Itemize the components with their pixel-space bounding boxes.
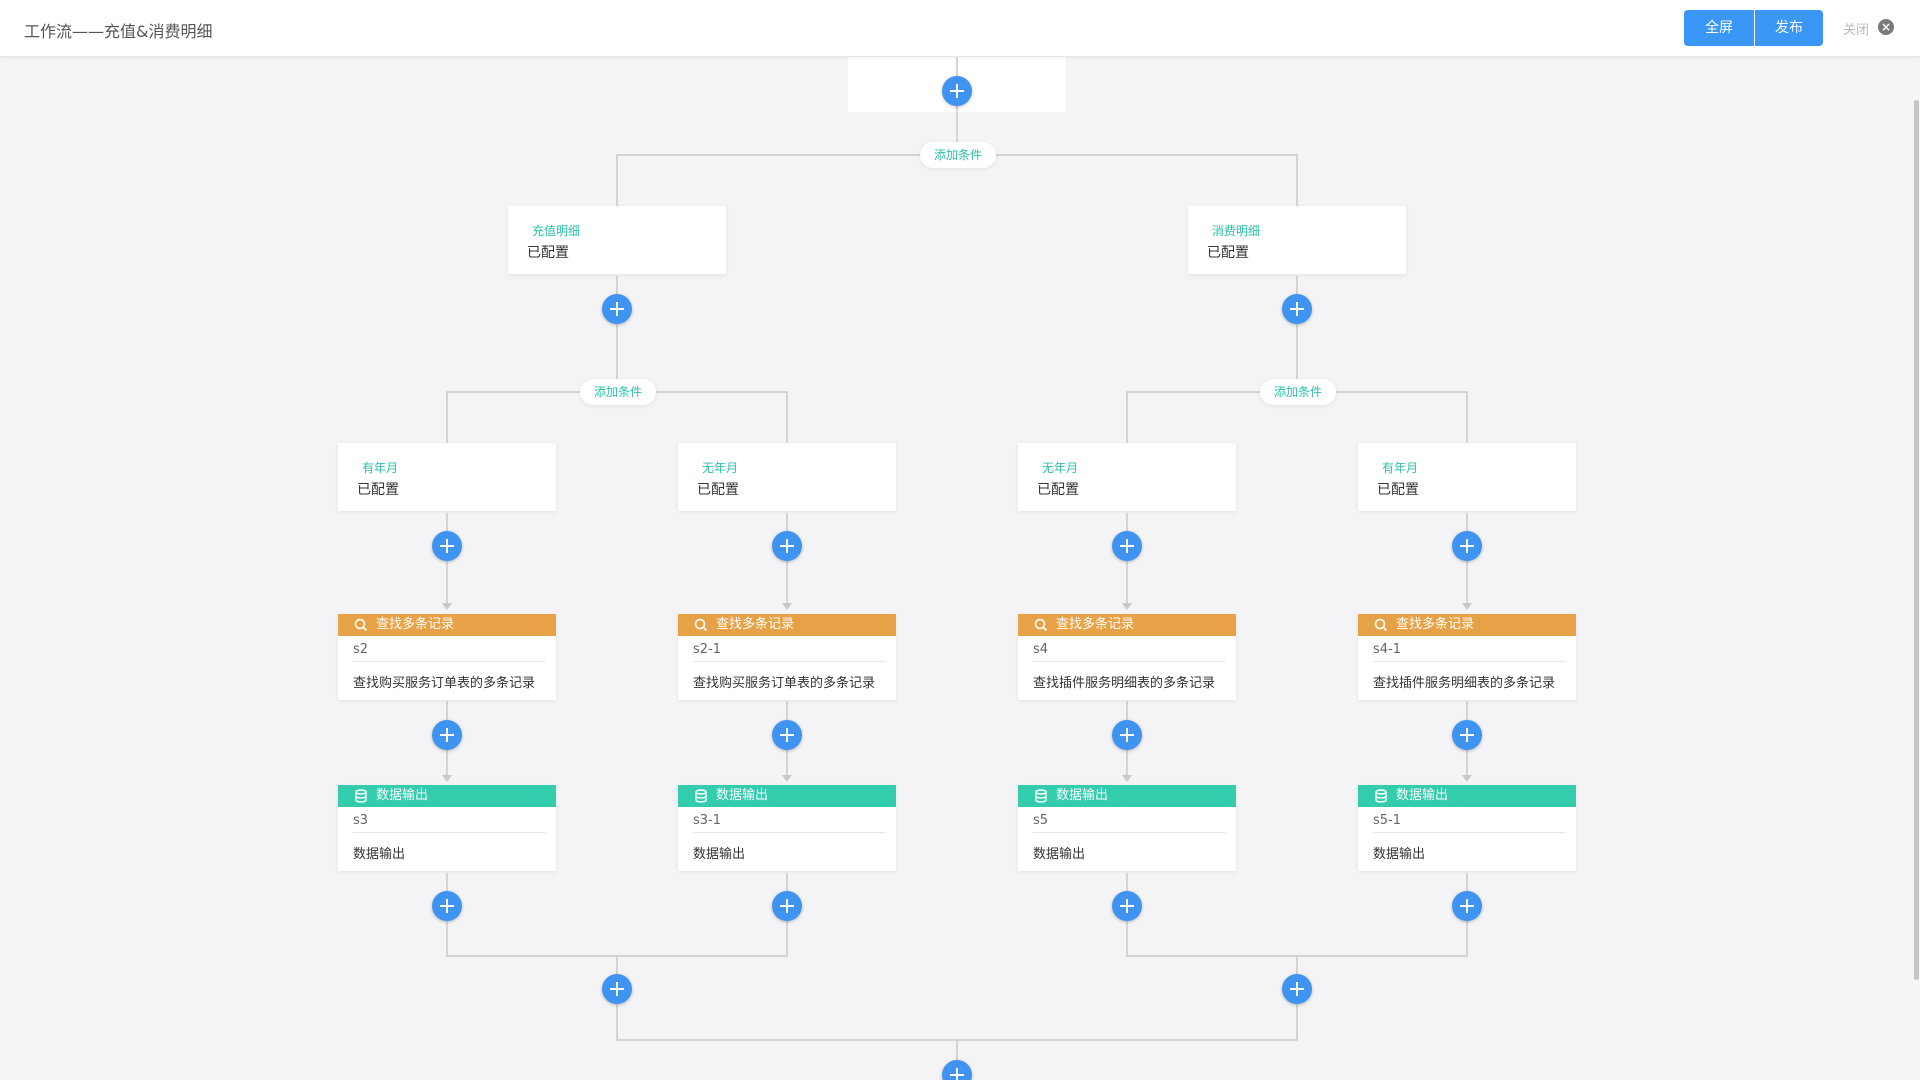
condition-node[interactable]: 有年月 已配置	[1358, 443, 1576, 511]
add-node-button[interactable]	[602, 294, 632, 324]
condition-status: 已配置	[1377, 482, 1419, 498]
add-node-button[interactable]	[942, 76, 972, 106]
database-icon	[355, 789, 367, 803]
node-description: 数据输出	[1033, 847, 1086, 862]
condition-label: 有年月	[1382, 461, 1419, 475]
add-node-button[interactable]	[1452, 720, 1482, 750]
database-icon	[1035, 789, 1047, 803]
condition-label: 无年月	[1042, 461, 1079, 475]
add-node-button[interactable]	[432, 720, 462, 750]
node-description: 数据输出	[353, 847, 406, 862]
condition-status: 已配置	[1207, 245, 1249, 261]
add-node-button[interactable]	[1112, 720, 1142, 750]
fullscreen-button[interactable]: 全屏	[1684, 10, 1754, 46]
node-title: 数据输出	[716, 788, 769, 803]
search-records-icon	[1034, 618, 1048, 632]
database-icon	[695, 789, 707, 803]
condition-node[interactable]: 充值明细 已配置	[508, 206, 726, 274]
find-records-node[interactable]: 查找多条记录 s2 查找购买服务订单表的多条记录	[338, 614, 556, 700]
add-node-button[interactable]	[772, 891, 802, 921]
node-description: 数据输出	[693, 847, 746, 862]
data-output-node[interactable]: 数据输出 s3-1 数据输出	[678, 785, 896, 871]
vertical-scrollbar[interactable]	[1914, 100, 1919, 980]
condition-node[interactable]: 有年月 已配置	[338, 443, 556, 511]
node-id: s3-1	[693, 813, 722, 828]
node-description: 数据输出	[1373, 847, 1426, 862]
divider	[353, 661, 546, 662]
node-description: 查找购买服务订单表的多条记录	[353, 676, 536, 691]
node-title: 数据输出	[1396, 788, 1449, 803]
close-button[interactable]: 关闭	[1843, 23, 1870, 38]
search-records-icon	[694, 618, 708, 632]
condition-status: 已配置	[357, 482, 399, 498]
condition-label: 有年月	[362, 461, 399, 475]
search-records-icon	[1374, 618, 1388, 632]
add-node-button[interactable]	[942, 1060, 972, 1080]
node-description: 查找插件服务明细表的多条记录	[1033, 676, 1216, 691]
add-node-button[interactable]	[432, 891, 462, 921]
condition-node[interactable]: 无年月 已配置	[1018, 443, 1236, 511]
add-node-button[interactable]	[1452, 891, 1482, 921]
page-title: 工作流——充值&消费明细	[24, 22, 213, 41]
add-node-button[interactable]	[432, 531, 462, 561]
database-icon	[1375, 789, 1387, 803]
search-records-icon	[354, 618, 368, 632]
add-condition-button[interactable]: 添加条件	[1260, 379, 1337, 405]
workflow-canvas: 添加条件 添加条件 添加条件 充值明细 已配置 消费明细 已配置 有年月 已配置…	[0, 57, 1920, 1080]
divider	[1373, 661, 1566, 662]
condition-label: 消费明细	[1212, 224, 1261, 238]
node-id: s4	[1033, 642, 1049, 657]
divider	[1033, 661, 1226, 662]
node-title: 查找多条记录	[1396, 617, 1475, 632]
add-node-button[interactable]	[1282, 974, 1312, 1004]
connector-lines	[442, 57, 1472, 1080]
add-node-button[interactable]	[1112, 891, 1142, 921]
data-output-node[interactable]: 数据输出 s5 数据输出	[1018, 785, 1236, 871]
node-description: 查找购买服务订单表的多条记录	[693, 676, 876, 691]
divider	[693, 832, 886, 833]
node-id: s2	[353, 642, 369, 657]
add-node-button[interactable]	[602, 974, 632, 1004]
find-records-node[interactable]: 查找多条记录 s2-1 查找购买服务订单表的多条记录	[678, 614, 896, 700]
divider	[1033, 832, 1226, 833]
node-title: 查找多条记录	[1056, 617, 1135, 632]
node-id: s5	[1033, 813, 1049, 828]
add-condition-button[interactable]: 添加条件	[920, 142, 997, 168]
add-condition-button[interactable]: 添加条件	[580, 379, 657, 405]
divider	[353, 832, 546, 833]
add-node-button[interactable]	[1452, 531, 1482, 561]
condition-label: 充值明细	[532, 224, 581, 238]
publish-button[interactable]: 发布	[1755, 10, 1823, 46]
node-title: 数据输出	[1056, 788, 1109, 803]
node-id: s3	[353, 813, 369, 828]
divider	[1373, 832, 1566, 833]
find-records-node[interactable]: 查找多条记录 s4 查找插件服务明细表的多条记录	[1018, 614, 1236, 700]
condition-node[interactable]: 无年月 已配置	[678, 443, 896, 511]
close-icon[interactable]: ×	[1878, 19, 1894, 35]
condition-status: 已配置	[697, 482, 739, 498]
data-output-node[interactable]: 数据输出 s5-1 数据输出	[1358, 785, 1576, 871]
node-id: s4-1	[1373, 642, 1402, 657]
condition-label: 无年月	[702, 461, 739, 475]
node-title: 查找多条记录	[376, 617, 455, 632]
node-id: s5-1	[1373, 813, 1402, 828]
condition-node[interactable]: 消费明细 已配置	[1188, 206, 1406, 274]
condition-status: 已配置	[1037, 482, 1079, 498]
add-node-button[interactable]	[1282, 294, 1312, 324]
node-description: 查找插件服务明细表的多条记录	[1373, 676, 1556, 691]
data-output-node[interactable]: 数据输出 s3 数据输出	[338, 785, 556, 871]
divider	[693, 661, 886, 662]
condition-status: 已配置	[527, 245, 569, 261]
find-records-node[interactable]: 查找多条记录 s4-1 查找插件服务明细表的多条记录	[1358, 614, 1576, 700]
node-title: 数据输出	[376, 788, 429, 803]
add-node-button[interactable]	[1112, 531, 1142, 561]
node-title: 查找多条记录	[716, 617, 795, 632]
add-node-button[interactable]	[772, 531, 802, 561]
add-node-button[interactable]	[772, 720, 802, 750]
node-id: s2-1	[693, 642, 722, 657]
top-bar: 工作流——充值&消费明细 全屏 发布 关闭 ×	[0, 0, 1920, 57]
